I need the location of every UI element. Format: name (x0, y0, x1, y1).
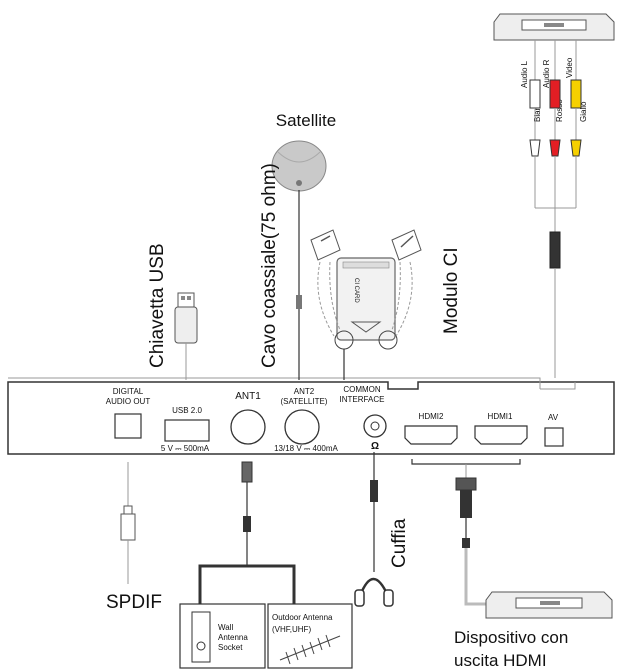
usb-power-label: 5 V ⎓ 500mA (161, 444, 210, 453)
rca-cables-top (529, 40, 582, 378)
hdmi-bracket (411, 459, 521, 465)
outdoor-antenna-icon: Outdoor Antenna (VHF,UHF) (267, 603, 353, 669)
common-interface-label-1: COMMON (343, 385, 381, 394)
usb-stick-icon (174, 292, 198, 380)
audio-l-label: Audio L (520, 60, 529, 88)
common-interface-label-2: INTERFACE (340, 395, 385, 404)
usb-port-label: USB 2.0 (172, 406, 202, 415)
av-port[interactable]: AV (544, 413, 564, 447)
wall-socket-label-2: Antenna (218, 633, 248, 642)
wall-socket-label-1: Wall (218, 623, 233, 632)
ci-module-label: Modulo CI (441, 247, 462, 334)
hdmi1-label: HDMI1 (488, 412, 513, 421)
hdmi1-port[interactable]: HDMI1 (474, 412, 528, 445)
hdmi-cable (455, 464, 486, 606)
digital-audio-out-label-1: DIGITAL (113, 387, 144, 396)
giallo-label: Giallo (579, 101, 588, 122)
headphone-jack[interactable]: Ω (363, 414, 387, 452)
rosso-label: Rosso (555, 99, 564, 122)
headphones-icon (354, 577, 394, 607)
hdmi-source-device-icon (485, 591, 613, 619)
ant2-port[interactable]: ANT2 (SATELLITE) 13/18 V ⎓ 400mA (274, 387, 338, 453)
headphone-icon: Ω (371, 441, 379, 452)
av-source-device-icon (493, 13, 615, 41)
spdif-cable-icon (120, 462, 136, 584)
hdmi2-label: HDMI2 (419, 412, 444, 421)
av-label: AV (548, 413, 559, 422)
outdoor-antenna-label-1: Outdoor Antenna (272, 613, 333, 622)
bianco-label: Bianco (533, 97, 542, 122)
ci-module-icon: CI CARD (310, 229, 422, 350)
satellite-label: Satellite (276, 111, 336, 130)
wall-socket-label-3: Socket (218, 643, 243, 652)
satellite-dish-icon: Satellite (271, 111, 336, 380)
ant1-port[interactable]: ANT1 (230, 391, 266, 445)
hdmi-device-label-2: uscita HDMI (454, 651, 547, 670)
digital-audio-out-port[interactable]: DIGITAL AUDIO OUT (106, 387, 151, 439)
ci-card-label: CI CARD (353, 278, 359, 303)
ant2-label-1: ANT2 (294, 387, 315, 396)
headphone-cable (370, 452, 378, 572)
rca-labels: Audio L Audio R Video Bianco Rosso Giall… (520, 57, 588, 122)
video-label: Video (565, 57, 574, 78)
headphones-label: Cuffia (389, 518, 410, 568)
usb-stick-label: Chiavetta USB (147, 243, 168, 368)
coax-cable-label: Cavo coassiale(75 ohm) (259, 163, 280, 368)
usb-port[interactable]: USB 2.0 5 V ⎓ 500mA (161, 406, 210, 453)
audio-r-label: Audio R (542, 59, 551, 88)
digital-audio-out-label-2: AUDIO OUT (106, 397, 151, 406)
ant2-power-label: 13/18 V ⎓ 400mA (274, 444, 338, 453)
spdif-label: SPDIF (106, 592, 162, 613)
common-interface-slot[interactable]: COMMON INTERFACE (340, 385, 385, 404)
hdmi-device-label-1: Dispositivo con (454, 628, 568, 647)
outdoor-antenna-label-2: (VHF,UHF) (272, 625, 311, 634)
wall-antenna-socket-icon: Wall Antenna Socket (179, 603, 266, 669)
ant2-label-2: (SATELLITE) (281, 397, 328, 406)
hdmi2-port[interactable]: HDMI2 (404, 412, 458, 445)
ant1-label: ANT1 (235, 391, 261, 402)
